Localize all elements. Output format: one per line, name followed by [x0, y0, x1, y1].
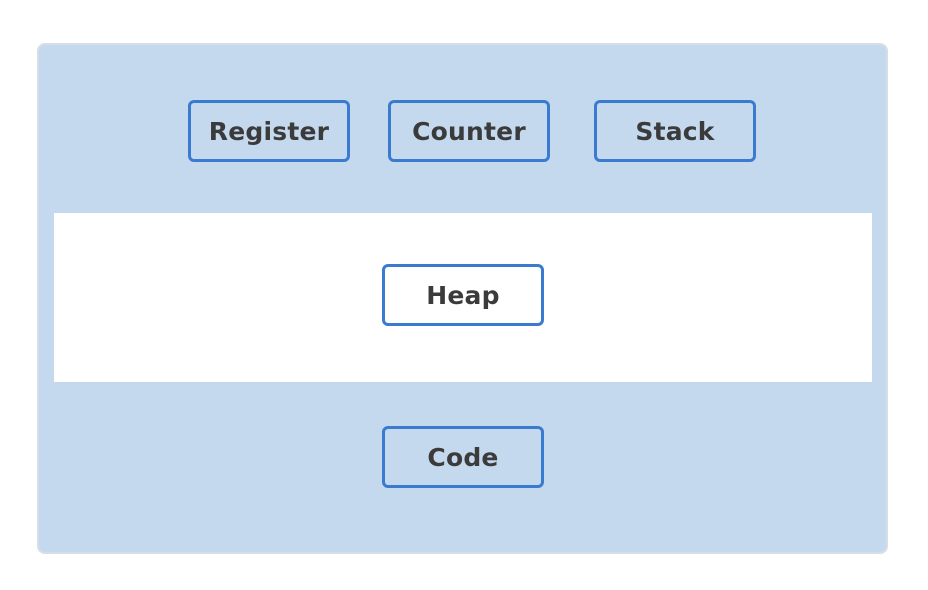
code-box: Code: [382, 426, 544, 488]
register-box: Register: [188, 100, 350, 162]
heap-box: Heap: [382, 264, 544, 326]
counter-box: Counter: [388, 100, 550, 162]
stack-box: Stack: [594, 100, 756, 162]
